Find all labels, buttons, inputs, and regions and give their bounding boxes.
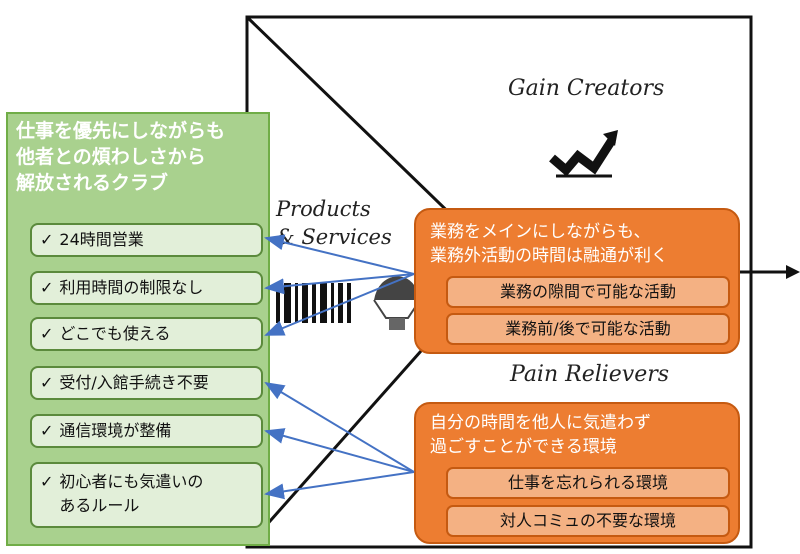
feature-item: ✓ 通信環境が整備 (30, 414, 263, 448)
feature-item: ✓ 利用時間の制限なし (30, 271, 263, 305)
gain-callout-title: 業務をメインにしながらも、 業務外活動の時間は融通が利く (430, 222, 668, 266)
connector-arrow (264, 234, 415, 275)
pain-relievers-label: Pain Relievers (510, 362, 670, 387)
feature-label: 通信環境が整備 (59, 421, 172, 440)
feature-item: ✓ 初心者にも気遣いの あるルール (30, 462, 263, 528)
gain-callout-item: 業務前/後で可能な活動 (446, 313, 730, 345)
pain-callout-title: 自分の時間を他人に気遣わず 過ごすことができる環境 (430, 413, 651, 457)
connector-arrow (264, 381, 415, 473)
pain-callout-item: 対人コミュの不要な環境 (446, 505, 730, 537)
feature-label: 24時間営業 (59, 230, 144, 249)
connector-arrow (264, 273, 415, 336)
feature-item: ✓ 受付/入館手続き不要 (30, 366, 263, 400)
arrow-right-icon (786, 265, 800, 279)
check-icon: ✓ (40, 421, 54, 440)
club-title: 仕事を優先にしながらも 他者との煩わしさから 解放されるクラブ (16, 120, 226, 194)
feature-label: 初心者にも気遣いの あるルール (59, 472, 204, 515)
connector-arrow (264, 428, 415, 473)
connector-arrow (264, 273, 415, 295)
gain-creators-label: Gain Creators (508, 76, 665, 101)
gain-callout-item: 業務の隙間で可能な活動 (446, 276, 730, 308)
connector-arrow (264, 471, 415, 500)
feature-item: ✓ 24時間営業 (30, 223, 263, 257)
check-icon: ✓ (40, 324, 54, 343)
pain-callout-item: 仕事を忘れられる環境 (446, 467, 730, 499)
check-icon: ✓ (40, 230, 54, 249)
check-icon: ✓ (40, 278, 54, 297)
products-label-line1: Products (276, 197, 371, 221)
feature-label: 利用時間の制限なし (59, 278, 204, 297)
check-icon: ✓ (40, 373, 54, 392)
check-icon: ✓ (40, 472, 54, 491)
feature-label: どこでも使える (59, 324, 171, 343)
feature-label: 受付/入館手続き不要 (59, 373, 209, 392)
feature-item: ✓ どこでも使える (30, 317, 263, 351)
